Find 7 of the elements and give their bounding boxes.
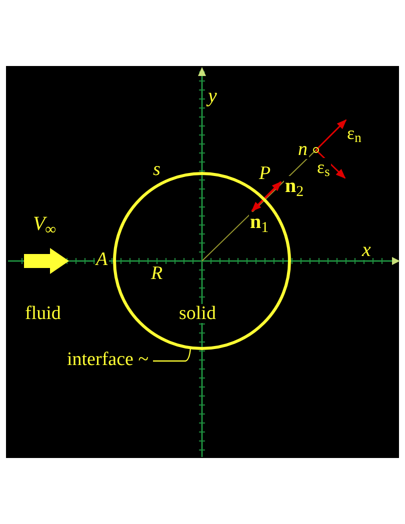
symbol-label: solid [178, 304, 217, 323]
symbol-label: n$_{1}$ [249, 212, 270, 232]
interface-label: interface ~ [67, 350, 153, 369]
symbol-label: V$_{∞}$ [32, 214, 57, 234]
symbol-label: ε$_{s}$ [316, 158, 331, 176]
leader-line [153, 348, 192, 362]
symbol-label: n$_{2}$ [284, 176, 305, 196]
